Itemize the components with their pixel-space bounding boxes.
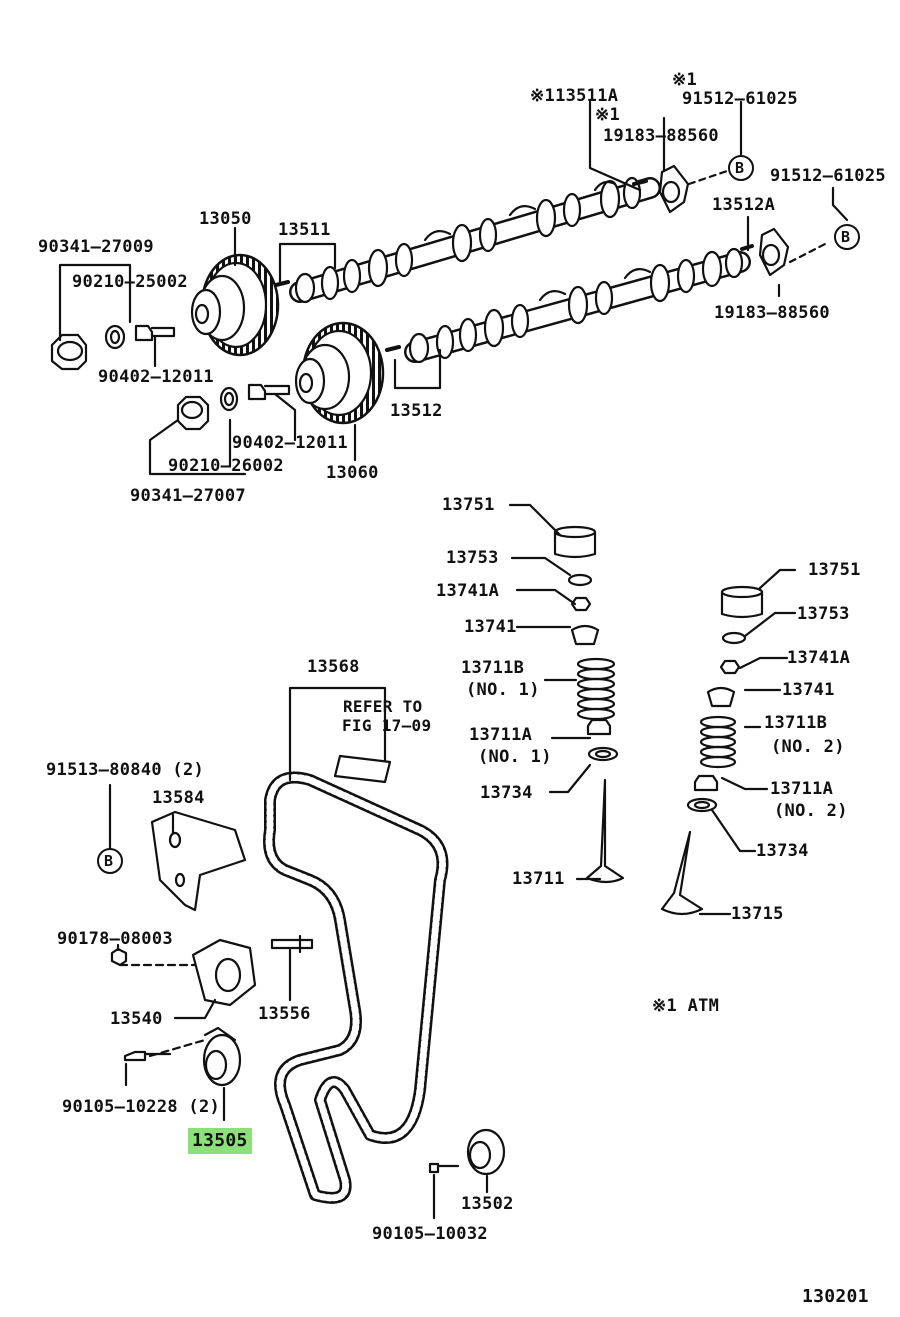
circle-b-marker-3: B: [104, 852, 114, 870]
label-13060: 13060: [326, 463, 379, 483]
label-13753-a: 13753: [446, 548, 499, 568]
label-91512-61025-b: 91512–61025: [770, 166, 886, 186]
figure-number: 130201: [802, 1286, 869, 1307]
label-91512-61025-a: 91512–61025: [682, 89, 798, 109]
label-90178-08003: 90178–08003: [57, 929, 173, 949]
label-90341-27007: 90341–27007: [130, 486, 246, 506]
label-no2-a: (NO. 2): [771, 737, 845, 757]
camshaft-lower: [404, 247, 751, 364]
label-13540: 13540: [110, 1009, 163, 1029]
note-mark-1a: ※1: [672, 70, 698, 90]
label-13711: 13711: [512, 869, 565, 889]
label-90105-10032: 90105–10032: [372, 1224, 488, 1244]
circle-b-marker-1: B: [735, 159, 745, 177]
label-13741-b: 13741: [782, 680, 835, 700]
label-no2-b: (NO. 2): [774, 801, 848, 821]
refer-line-1: REFER TO: [343, 697, 423, 716]
label-13050: 13050: [199, 209, 252, 229]
camshaft-upper: [289, 176, 661, 304]
label-13734-b: 13734: [756, 841, 809, 861]
label-13715: 13715: [731, 904, 784, 924]
label-13556: 13556: [258, 1004, 311, 1024]
label-90402-12011-a: 90402–12011: [98, 367, 214, 387]
label-13711b-b: 13711B: [764, 713, 828, 733]
label-90402-12011-b: 90402–12011: [232, 433, 348, 453]
label-13751-a: 13751: [442, 495, 495, 515]
label-90210-25002: 90210–25002: [72, 272, 188, 292]
label-13711a-b: 13711A: [770, 779, 834, 799]
valve-train-right: [660, 585, 764, 916]
label-90105-10228: 90105–10228 (2): [62, 1097, 221, 1117]
label-13711b-a: 13711B: [461, 658, 525, 678]
label-13741a-b: 13741A: [787, 648, 851, 668]
label-13711a-a: 13711A: [469, 725, 533, 745]
label-13734-a: 13734: [480, 783, 533, 803]
label-13505-highlighted: 13505: [188, 1128, 252, 1154]
label-19183-88560-b: 19183–88560: [714, 303, 830, 323]
circle-b-marker-2: B: [841, 228, 851, 246]
label-no1-b: (NO. 1): [478, 747, 552, 767]
label-90341-27009: 90341–27009: [38, 237, 154, 257]
label-13568: 13568: [307, 657, 360, 677]
refer-line-2: FIG 17–09: [342, 716, 432, 735]
label-19183-88560-a: 19183–88560: [603, 126, 719, 146]
label-13502: 13502: [461, 1194, 514, 1214]
cam-gear-13060: [294, 321, 385, 425]
label-90210-26002: 90210–26002: [168, 456, 284, 476]
note-mark-1b: ※1: [595, 105, 621, 125]
label-13512: 13512: [390, 401, 443, 421]
label-13512a: 13512A: [712, 195, 776, 215]
label-113511a: ※113511A: [530, 86, 619, 106]
label-13511: 13511: [278, 220, 331, 240]
timing-belt: [263, 771, 449, 1204]
label-13753-b: 13753: [797, 604, 850, 624]
label-13741-a: 13741: [464, 617, 517, 637]
label-13584: 13584: [152, 788, 205, 808]
valve-train-left: [553, 525, 625, 884]
label-13751-b: 13751: [808, 560, 861, 580]
label-no1-a: (NO. 1): [466, 680, 540, 700]
cam-gear-13050: [190, 253, 280, 357]
label-13741a-a: 13741A: [436, 581, 500, 601]
atm-note: ※1 ATM: [652, 996, 720, 1016]
label-91513-80840: 91513–80840 (2): [46, 760, 205, 780]
